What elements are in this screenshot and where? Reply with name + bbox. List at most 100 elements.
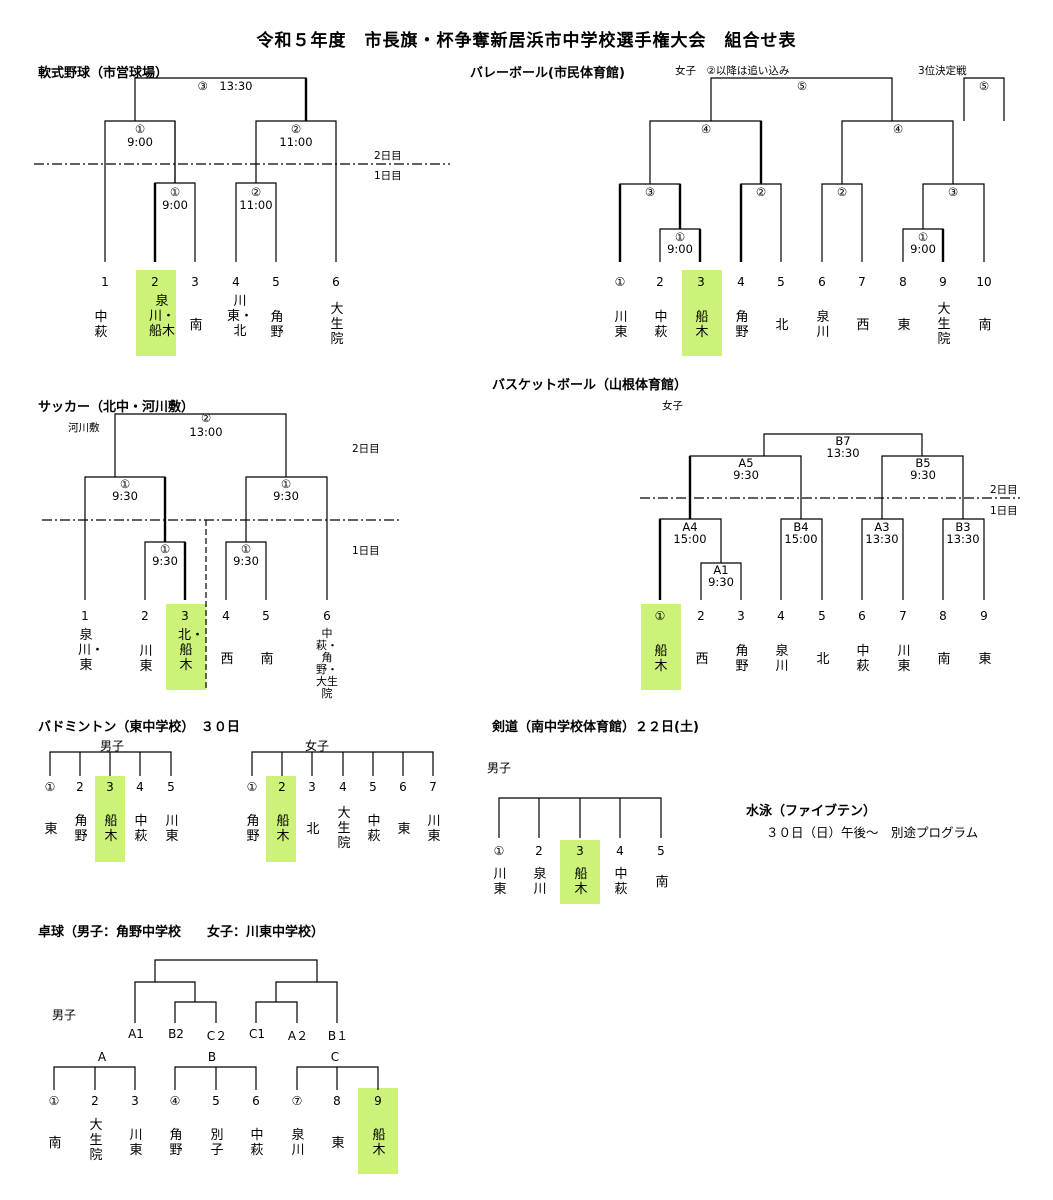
basketball-heading: バスケットボール（山根体育館） — [492, 378, 688, 393]
volleyball-heading: バレーボール(市民体育館) — [470, 66, 625, 81]
soccer-m1c-time: 9:30 — [152, 554, 178, 568]
badminton-girls-team-4: 大生院 — [337, 806, 351, 851]
tabletennis-group-c: C — [330, 1050, 340, 1064]
tabletennis-num-7: ⑦ — [291, 1094, 303, 1108]
volleyball-num-1: ① — [614, 275, 626, 289]
tabletennis-team-7: 泉川 — [291, 1128, 305, 1158]
tabletennis-highlight-funaki — [358, 1088, 398, 1174]
basketball-b4-time: 15:00 — [784, 532, 818, 546]
basketball-b5-time: 9:30 — [910, 468, 936, 482]
kendo-team-1: 川東 — [493, 867, 507, 897]
baseball-match1b: ① — [169, 185, 181, 199]
badminton-girls-team-7: 川東 — [427, 814, 441, 844]
basketball-team-4: 泉川 — [775, 644, 789, 674]
basketball-sub: 女子 — [662, 400, 683, 412]
badminton-girls-team-2: 船木 — [276, 814, 290, 844]
basketball-b3-time: 13:30 — [946, 532, 980, 546]
basketball-num-2: 2 — [697, 609, 705, 623]
badminton-boys-team-3: 船木 — [104, 814, 118, 844]
baseball-team-5: 角野 — [270, 310, 284, 340]
basketball-a3: A3 — [874, 520, 890, 534]
basketball-b5: B5 — [915, 456, 931, 470]
volleyball-m2a: ② — [755, 185, 767, 199]
basketball-a4: A4 — [682, 520, 698, 534]
badminton-girls-num-6: 6 — [399, 780, 407, 794]
baseball-match2b-time: 11:00 — [239, 198, 273, 212]
tabletennis-num-2: 2 — [91, 1094, 99, 1108]
kendo-heading: 剣道（南中学校体育館）２２日(土) — [492, 720, 699, 735]
tabletennis-num-4: ④ — [169, 1094, 181, 1108]
volleyball-team-10: 南 — [978, 318, 992, 333]
volleyball-team-3: 船木 — [695, 310, 709, 340]
basketball-a3-time: 13:30 — [865, 532, 899, 546]
badminton-girls-label: 女子 — [305, 739, 330, 753]
tabletennis-num-6: 6 — [252, 1094, 260, 1108]
badminton-boys-label: 男子 — [100, 739, 125, 753]
swim-detail: ３０日（日）午後～ 別途プログラム — [766, 825, 979, 840]
soccer-venue: 河川敷 — [68, 422, 100, 434]
volleyball-m3b: ③ — [947, 185, 959, 199]
tabletennis-boys-label: 男子 — [52, 1008, 77, 1022]
soccer-team-4: 西 — [220, 652, 234, 667]
kendo-num-5: 5 — [657, 844, 665, 858]
tabletennis-group-b: B — [207, 1050, 217, 1064]
baseball-day1: 1日目 — [374, 170, 402, 182]
basketball-team-1: 船木 — [654, 644, 668, 674]
tabletennis-num-5: 5 — [212, 1094, 220, 1108]
volleyball-team-2: 中萩 — [654, 310, 668, 340]
basketball-team-8: 南 — [937, 652, 951, 667]
soccer-num-6: 6 — [323, 609, 331, 623]
volleyball-num-5: 5 — [777, 275, 785, 289]
soccer-num-2: 2 — [141, 609, 149, 623]
kendo-highlight-funaki — [560, 840, 600, 904]
soccer-team-5: 南 — [260, 652, 274, 667]
soccer-heading: サッカー（北中・河川敷） — [38, 400, 195, 415]
volleyball-num-10: 10 — [976, 275, 992, 289]
basketball-team-7: 川東 — [897, 644, 911, 674]
basketball-b3: B3 — [955, 520, 971, 534]
tabletennis-seed-1: A1 — [128, 1027, 144, 1041]
badminton-boys-team-4: 中萩 — [134, 814, 148, 844]
volleyball-team-1: 川東 — [614, 310, 628, 340]
basketball-num-9: 9 — [980, 609, 988, 623]
baseball-team-3: 南 — [189, 318, 203, 333]
volleyball-m1a-time: 9:00 — [667, 242, 693, 256]
soccer-num-4: 4 — [222, 609, 230, 623]
volleyball-num-4: 4 — [737, 275, 745, 289]
badminton-girls-team-6: 東 — [397, 822, 411, 837]
soccer-day1: 1日目 — [352, 545, 380, 557]
kendo-num-3: 3 — [576, 844, 584, 858]
badminton-boys-num-1: ① — [44, 780, 56, 794]
baseball-team-6: 大生院 — [330, 302, 344, 347]
tabletennis-team-9: 船木 — [372, 1128, 386, 1158]
basketball-day2: 2日目 — [990, 484, 1018, 496]
volleyball-num-7: 7 — [858, 275, 866, 289]
badminton-boys-num-5: 5 — [167, 780, 175, 794]
basketball-a1-time: 9:30 — [708, 575, 734, 589]
kendo-num-1: ① — [493, 844, 505, 858]
volleyball-team-7: 西 — [856, 318, 870, 333]
basketball-a5: A5 — [738, 456, 754, 470]
tabletennis-num-9: 9 — [374, 1094, 382, 1108]
volleyball-sub: 女子 ②以降は追い込み — [675, 65, 790, 77]
tabletennis-seed-6: B１ — [327, 1029, 349, 1043]
badminton-boys-team-2: 角野 — [74, 814, 88, 844]
soccer-team-2: 川東 — [139, 644, 153, 674]
soccer-m1c: ① — [159, 542, 171, 556]
basketball-team-5: 北 — [816, 652, 830, 667]
soccer-final: ② — [200, 411, 212, 425]
basketball-team-6: 中萩 — [856, 644, 870, 674]
baseball-highlight-funaki — [136, 270, 176, 356]
badminton-girls-team-3: 北 — [306, 822, 320, 837]
basketball-num-5: 5 — [818, 609, 826, 623]
kendo-team-5: 南 — [655, 875, 669, 890]
basketball-team-2: 西 — [695, 652, 709, 667]
badminton-boys-team-1: 東 — [44, 822, 58, 837]
kendo-team-4: 中萩 — [614, 867, 628, 897]
baseball-day2: 2日目 — [374, 150, 402, 162]
basketball-team-9: 東 — [978, 652, 992, 667]
